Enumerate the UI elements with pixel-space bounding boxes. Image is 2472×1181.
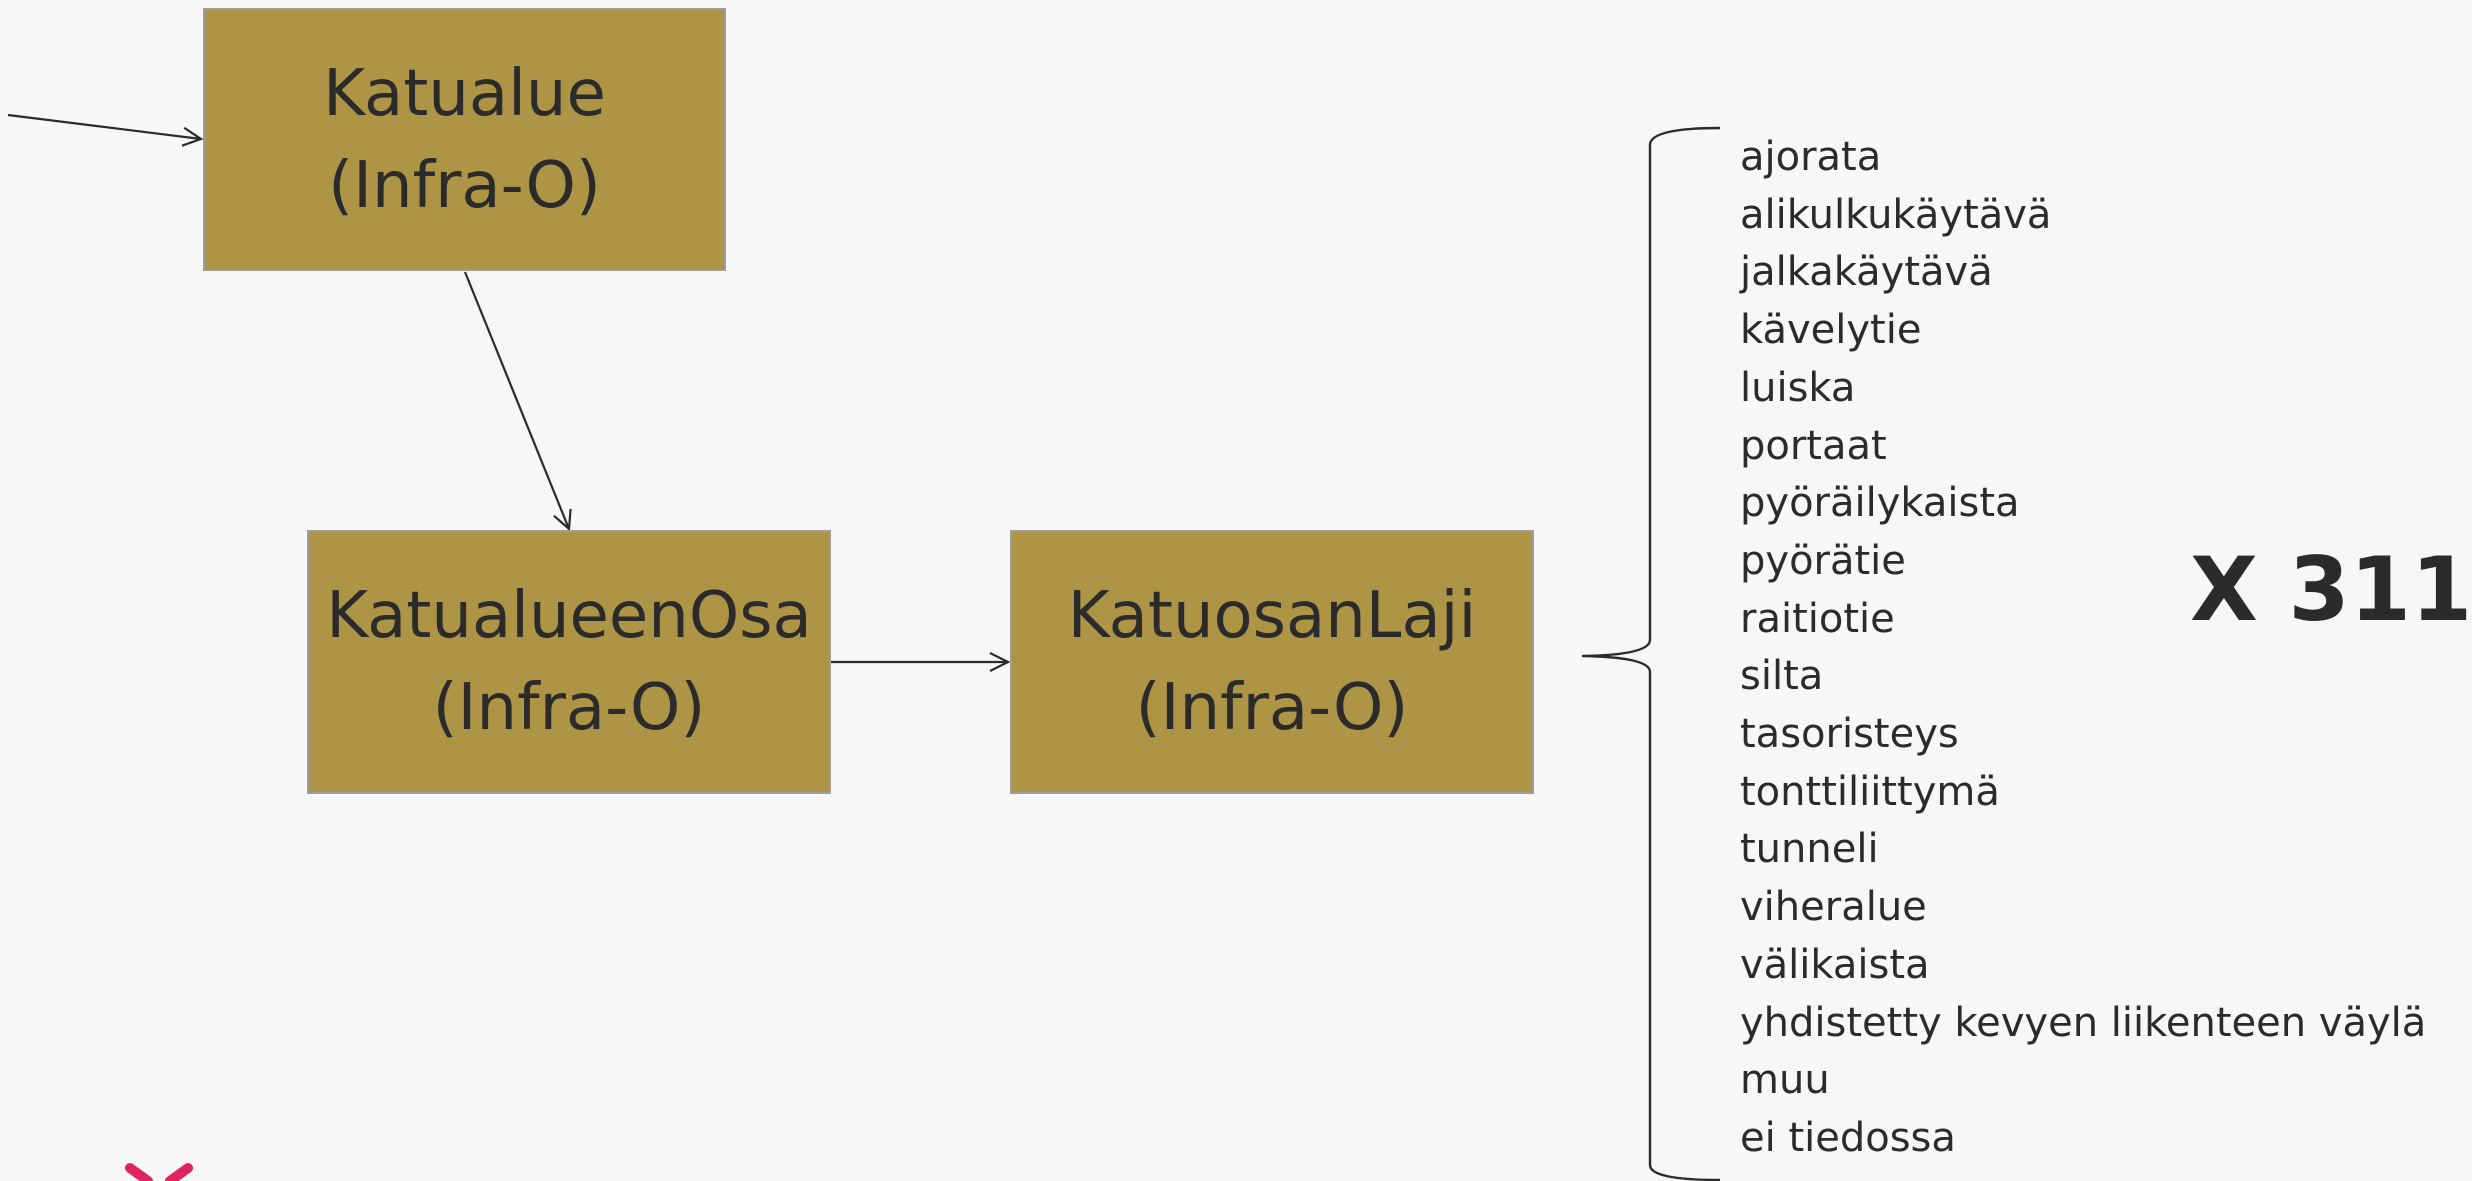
list-item: tunneli [1740,826,1879,873]
list-item: muu [1740,1057,1830,1104]
katuosanlaji-value-list: ajorata alikulkukäytävä jalkakäytävä käv… [1740,129,2426,1168]
incoming-arrow [7,113,201,139]
katualue-subtitle: (Infra-O) [328,148,601,223]
katualue-title: Katualue [323,56,606,131]
list-item: kävelytie [1740,307,1922,354]
katuosanlaji-box: KatuosanLaji (Infra-O) [1010,530,1534,794]
multiplier-label: X 311 [2190,538,2472,641]
katuosanlaji-title: KatuosanLaji [1067,579,1477,653]
arrow-katualue-to-katualueenosa [463,271,569,529]
list-item: välikaista [1740,941,1930,988]
list-item: ajorata [1740,134,1882,180]
list-item: pyöräilykaista [1740,480,2020,527]
katualueenosa-subtitle: (Infra-O) [432,671,706,745]
pink-x-logo-icon [125,1163,193,1181]
list-item: portaat [1740,422,1887,469]
list-item: luiska [1740,364,1856,411]
list-item: pyörätie [1740,537,1906,584]
list-item: silta [1740,653,1824,700]
list-item: yhdistetty kevyen liikenteen väylä [1740,999,2427,1046]
list-item: alikulkukäytävä [1740,191,2052,238]
list-item: ei tiedossa [1740,1114,1956,1161]
katualueenosa-title: KatualueenOsa [326,579,812,653]
curly-brace [1581,126,1721,1181]
list-item: viheralue [1740,884,1927,931]
katualueenosa-box: KatualueenOsa (Infra-O) [307,530,831,794]
list-item: tonttiliittymä [1740,768,2000,815]
list-item: raitiotie [1740,595,1895,642]
katuosanlaji-subtitle: (Infra-O) [1135,671,1409,745]
list-item: jalkakäytävä [1740,249,1993,296]
list-item: tasoristeys [1740,711,1959,758]
katualue-box: Katualue (Infra-O) [203,8,726,271]
